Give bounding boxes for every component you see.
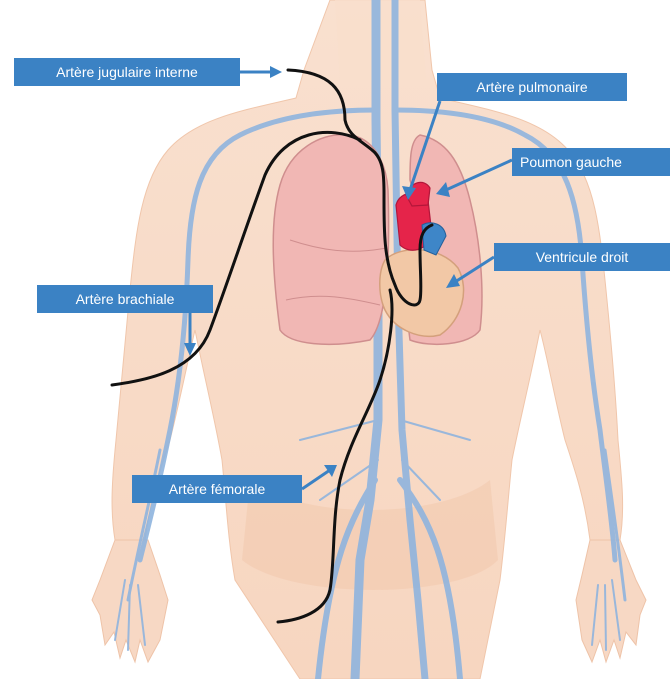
label-brachial-artery: Artère brachiale <box>37 285 213 313</box>
label-internal-jugular-artery: Artère jugulaire interne <box>14 58 240 86</box>
arrow-jugular-head <box>270 66 282 78</box>
label-femoral-artery: Artère fémorale <box>132 475 302 503</box>
right-lung <box>273 135 388 345</box>
label-pulmonary-artery: Artère pulmonaire <box>437 73 627 101</box>
label-left-lung: Poumon gauche <box>512 148 670 176</box>
right-hand <box>576 540 646 662</box>
label-right-ventricle: Ventricule droit <box>494 243 670 271</box>
